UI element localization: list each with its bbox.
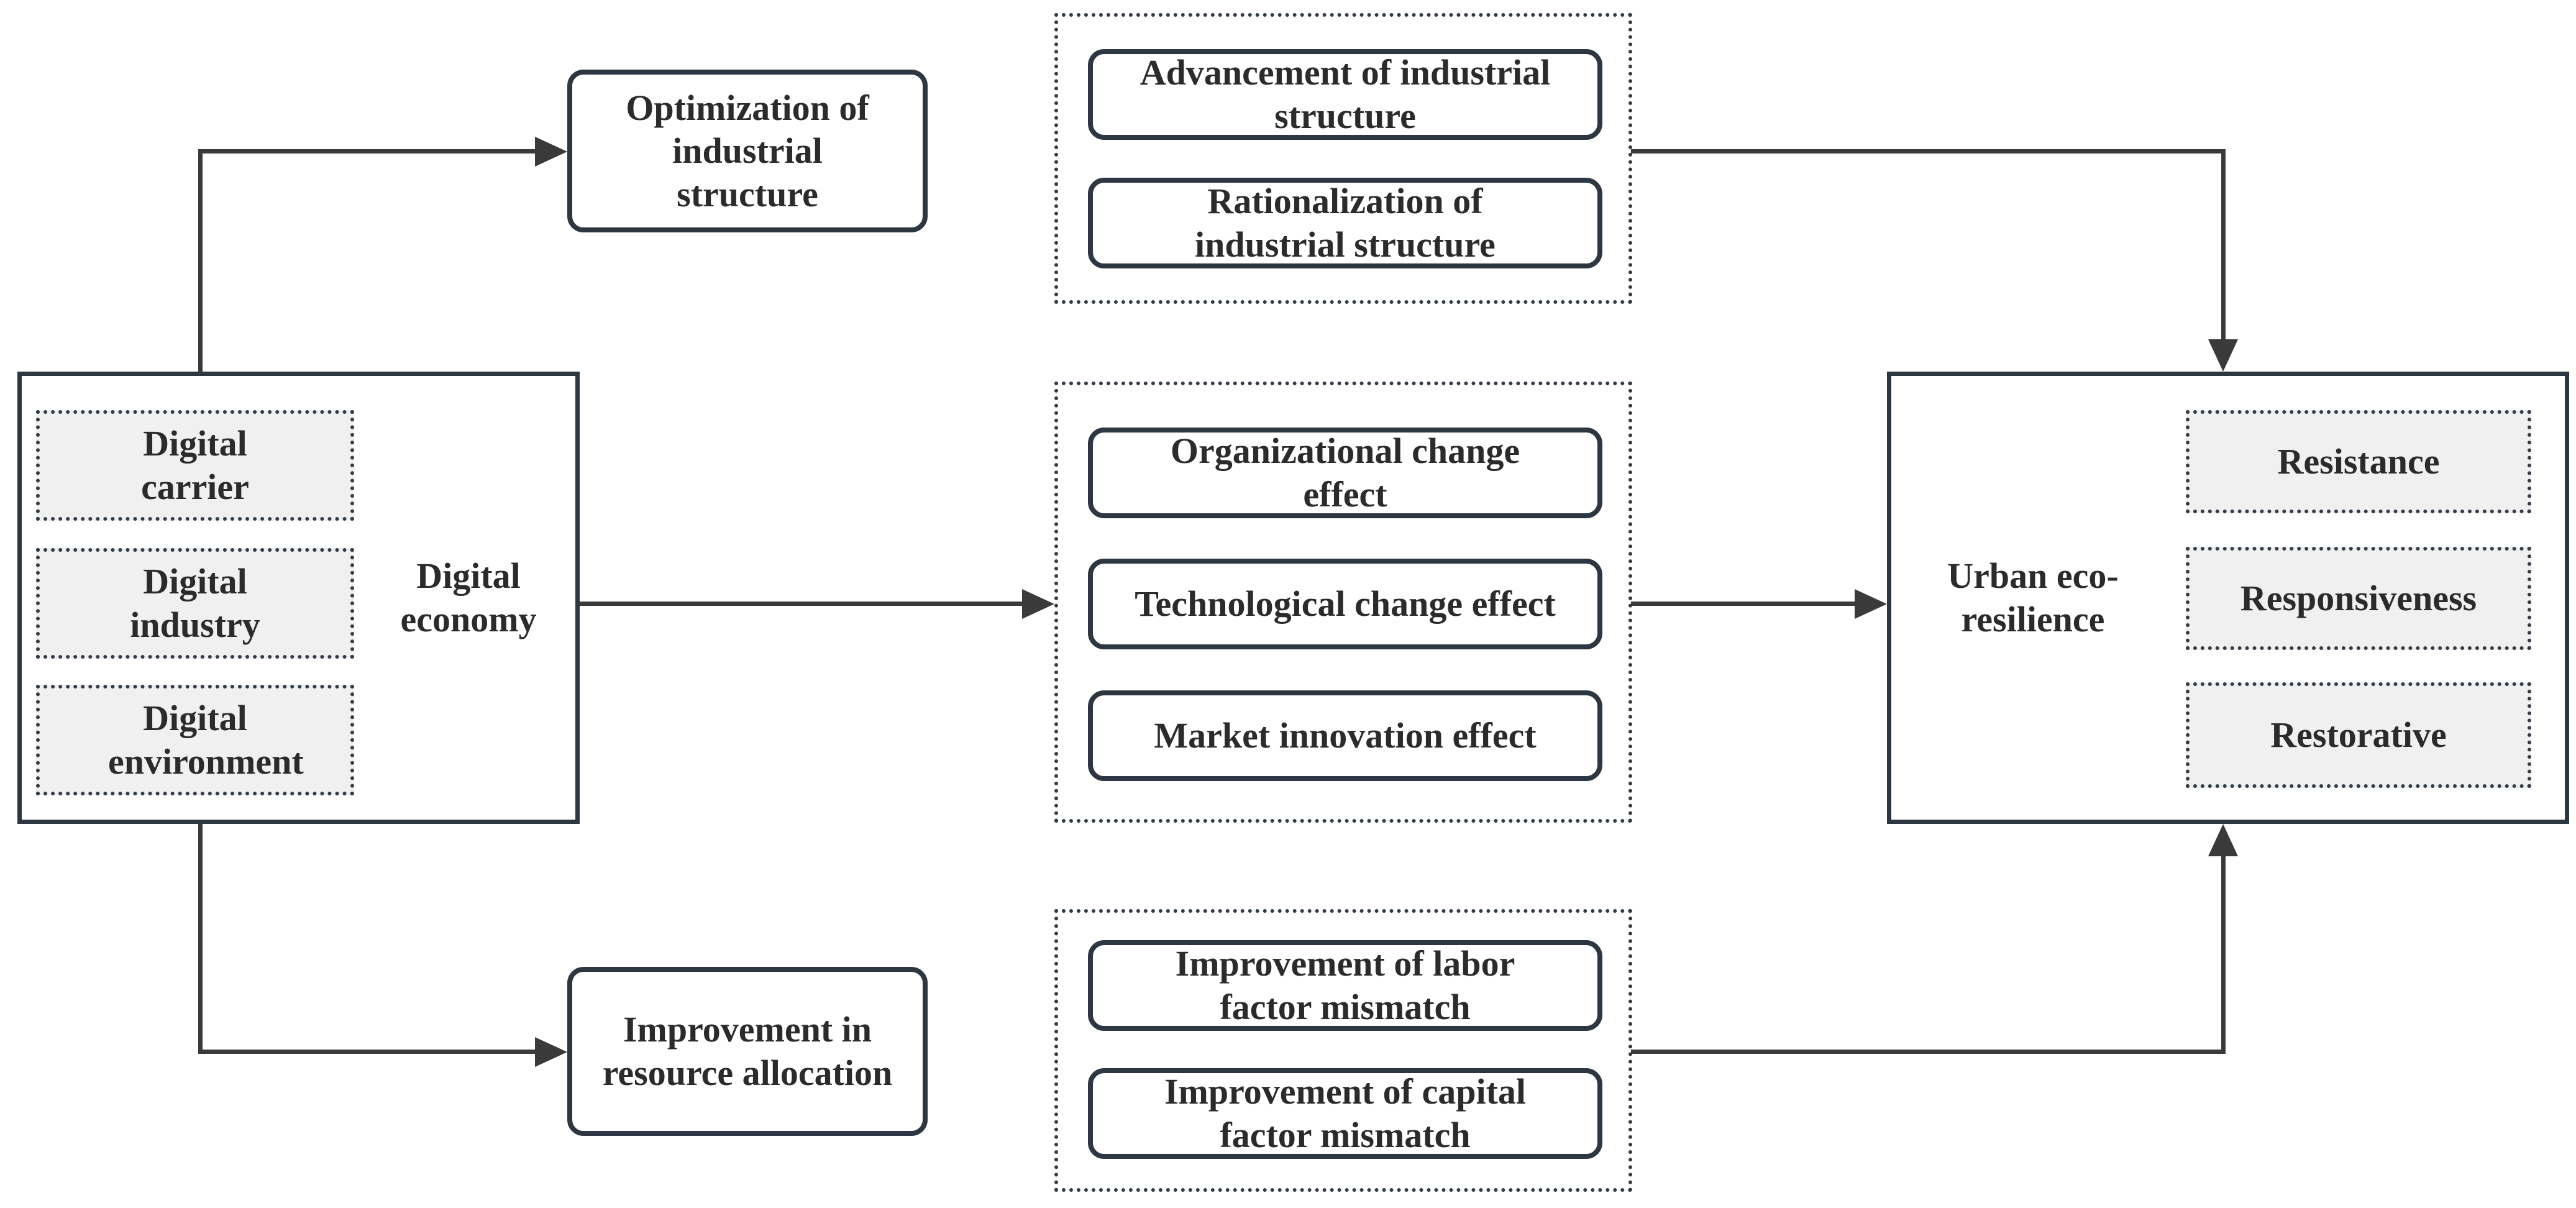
connector-mismatch-to-urban-horizontal: [1631, 1050, 2226, 1054]
market-innovation-effect-box: Market innovation effect: [1088, 690, 1602, 781]
responsiveness-chip: Responsiveness: [2186, 547, 2531, 650]
rationalization-industrial-structure-label: Rationalization of industrial structure: [1195, 181, 1496, 265]
connector-economy-to-resource-vertical: [198, 824, 203, 1051]
connector-economy-to-optimization-vertical: [198, 151, 203, 373]
connector-innovation-to-urban-horizontal: [1631, 602, 1856, 606]
digital-economy-label: Digital economy: [400, 556, 537, 639]
connector-mismatch-to-urban-vertical: [2221, 855, 2226, 1054]
arrowhead-into-urban-bottom: [2208, 824, 2238, 856]
digital-carrier-chip: Digital carrier: [36, 410, 354, 521]
urban-eco-resilience-label: Urban eco-resilience: [1947, 556, 2119, 639]
technological-change-effect-label: Technological change effect: [1135, 583, 1556, 625]
arrowhead-into-urban-top: [2208, 339, 2238, 372]
advancement-industrial-structure-label: Advancement of industrial structure: [1140, 52, 1551, 136]
resistance-label: Resistance: [2277, 441, 2440, 482]
arrowhead-into-resource-allocation: [535, 1037, 567, 1067]
improvement-resource-allocation-box: Improvement in resource allocation: [567, 967, 928, 1136]
arrowhead-into-urban-left: [1855, 589, 1887, 619]
responsiveness-label: Responsiveness: [2240, 578, 2477, 619]
connector-industrial-to-urban-vertical: [2221, 149, 2226, 342]
urban-eco-resilience-label-area: Urban eco-resilience: [1887, 372, 2179, 824]
digital-economy-label-area: Digital economy: [357, 372, 580, 824]
organizational-change-effect-box: Organizational change effect: [1088, 428, 1602, 518]
labor-factor-mismatch-box: Improvement of labor factor mismatch: [1088, 940, 1602, 1031]
optimization-industrial-structure-label: Optimization of industrial structure: [626, 87, 869, 214]
optimization-industrial-structure-box: Optimization of industrial structure: [567, 70, 928, 232]
rationalization-industrial-structure-box: Rationalization of industrial structure: [1088, 178, 1602, 268]
connector-economy-to-optimization-horizontal: [198, 149, 536, 153]
digital-industry-label: Digital industry: [130, 561, 260, 645]
restorative-chip: Restorative: [2186, 682, 2531, 788]
capital-factor-mismatch-box: Improvement of capital factor mismatch: [1088, 1068, 1602, 1159]
advancement-industrial-structure-box: Advancement of industrial structure: [1088, 49, 1602, 140]
organizational-change-effect-label: Organizational change effect: [1170, 431, 1520, 515]
digital-environment-label: Digital environment: [108, 698, 304, 782]
digital-industry-chip: Digital industry: [36, 548, 354, 659]
restorative-label: Restorative: [2270, 715, 2447, 756]
arrowhead-into-optimization: [535, 137, 567, 167]
resistance-chip: Resistance: [2186, 410, 2531, 513]
connector-economy-to-innovation-horizontal: [580, 602, 1023, 606]
capital-factor-mismatch-label: Improvement of capital factor mismatch: [1164, 1071, 1527, 1155]
market-innovation-effect-label: Market innovation effect: [1154, 715, 1537, 756]
digital-carrier-label: Digital carrier: [141, 423, 249, 507]
improvement-resource-allocation-label: Improvement in resource allocation: [602, 1009, 893, 1093]
connector-economy-to-resource-horizontal: [198, 1050, 536, 1054]
technological-change-effect-box: Technological change effect: [1088, 559, 1602, 649]
labor-factor-mismatch-label: Improvement of labor factor mismatch: [1175, 943, 1515, 1027]
digital-environment-chip: Digital environment: [36, 685, 354, 795]
connector-industrial-to-urban-horizontal: [1631, 149, 2226, 153]
arrowhead-into-innovation-group: [1022, 589, 1054, 619]
